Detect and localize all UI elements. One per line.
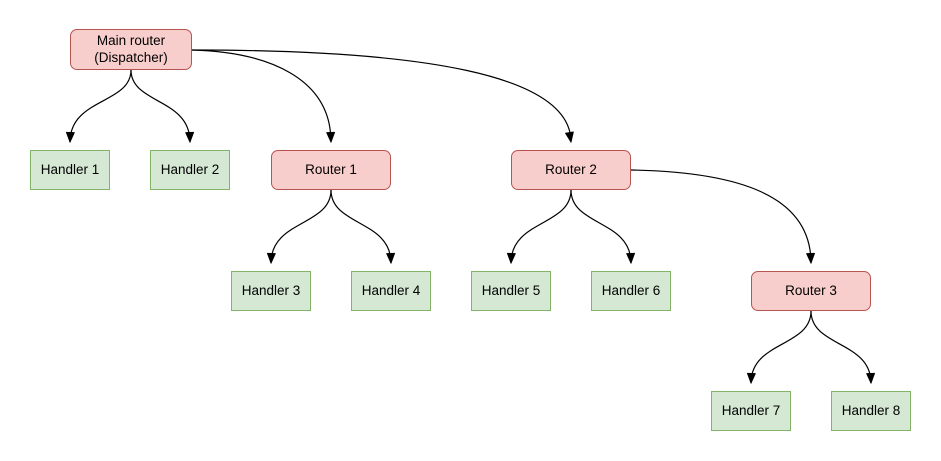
edge-router-3-to-handler-7 — [747, 310, 812, 384]
edge-line — [191, 49, 572, 143]
arrow-head-icon — [185, 131, 195, 143]
arrow-head-icon — [506, 252, 516, 264]
edge-main-router-to-handler-2 — [130, 69, 195, 143]
node-handler-2[interactable]: Handler 2 — [150, 150, 230, 190]
arrow-head-icon — [386, 252, 396, 264]
edge-line — [191, 49, 332, 143]
edge-main-router-to-router-1 — [191, 49, 336, 143]
edge-line — [630, 169, 812, 264]
edge-line — [69, 69, 132, 143]
edge-line — [130, 69, 191, 143]
node-main-router[interactable]: Main router (Dispatcher) — [70, 29, 192, 70]
arrow-head-icon — [565, 131, 574, 143]
arrow-head-icon — [747, 372, 756, 384]
edge-line — [810, 310, 872, 384]
edge-line — [510, 189, 572, 264]
edge-router-2-to-handler-6 — [570, 189, 636, 264]
arrow-head-icon — [266, 252, 276, 264]
edge-router-1-to-handler-3 — [266, 189, 332, 264]
node-router-3[interactable]: Router 3 — [751, 271, 871, 311]
arrow-head-icon — [326, 131, 336, 143]
edge-line — [270, 189, 332, 264]
edge-line — [570, 189, 632, 264]
node-handler-7[interactable]: Handler 7 — [711, 391, 791, 431]
edge-line — [750, 310, 812, 384]
node-handler-5[interactable]: Handler 5 — [471, 271, 551, 311]
arrow-head-icon — [806, 252, 815, 264]
edge-main-router-to-router-2 — [191, 49, 574, 143]
node-handler-8[interactable]: Handler 8 — [831, 391, 911, 431]
node-router-1[interactable]: Router 1 — [271, 150, 391, 190]
edge-router-3-to-handler-8 — [810, 310, 875, 384]
edge-main-router-to-handler-1 — [65, 69, 132, 143]
node-handler-4[interactable]: Handler 4 — [351, 271, 431, 311]
arrow-head-icon — [65, 131, 75, 143]
arrow-head-icon — [626, 252, 636, 264]
edge-router-2-to-router-3 — [630, 169, 815, 264]
edge-router-2-to-handler-5 — [506, 189, 572, 264]
edge-router-1-to-handler-4 — [330, 189, 396, 264]
edge-line — [330, 189, 392, 264]
node-handler-1[interactable]: Handler 1 — [30, 150, 110, 190]
node-router-2[interactable]: Router 2 — [511, 150, 631, 190]
node-handler-3[interactable]: Handler 3 — [231, 271, 311, 311]
arrow-head-icon — [866, 372, 875, 384]
node-handler-6[interactable]: Handler 6 — [591, 271, 671, 311]
